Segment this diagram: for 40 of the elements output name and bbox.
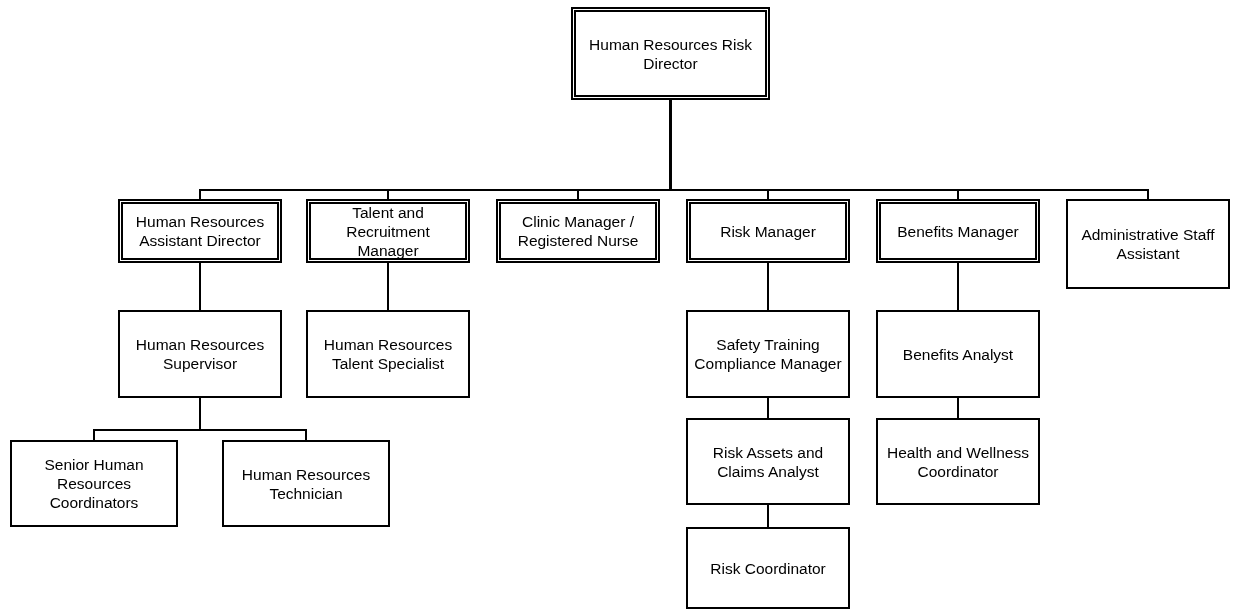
position-title: Administrative Staff Assistant — [1080, 225, 1216, 263]
position-title: Safety Training Compliance Manager — [694, 335, 842, 373]
position-title: Risk Manager — [720, 221, 816, 241]
position-box — [10, 440, 178, 527]
manager-box — [571, 7, 770, 100]
connector-line — [199, 397, 307, 441]
position-title: Senior Human Resources Coordinators — [43, 455, 145, 512]
position-title: Benefits Manager — [897, 221, 1019, 241]
connector-line — [199, 262, 201, 311]
position-box — [1066, 199, 1230, 289]
position-title: Risk Assets and Claims Analyst — [711, 442, 825, 481]
position-box — [306, 310, 470, 398]
position-title: Talent and Recruitment Manager — [345, 202, 431, 260]
position-box — [222, 440, 390, 527]
position-box — [118, 310, 282, 398]
manager-box — [496, 199, 660, 263]
position-title: Human Resources Talent Specialist — [322, 335, 454, 373]
position-title: Risk Coordinator — [710, 558, 826, 578]
position-title: Human Resources Technician — [240, 464, 372, 503]
position-title: Human Resources Risk Director — [588, 34, 753, 73]
position-box — [686, 310, 850, 398]
connector-line — [767, 504, 769, 528]
position-box — [876, 418, 1040, 505]
connector-line — [957, 262, 959, 311]
position-box — [876, 310, 1040, 398]
manager-box — [876, 199, 1040, 263]
manager-box — [118, 199, 282, 263]
manager-box — [306, 199, 470, 263]
connector-line — [957, 397, 959, 419]
connector-line — [767, 262, 769, 311]
position-box — [686, 527, 850, 609]
position-title: Clinic Manager / Registered Nurse — [516, 212, 640, 250]
position-title: Human Resources Supervisor — [134, 335, 266, 373]
manager-box — [686, 199, 850, 263]
position-box — [686, 418, 850, 505]
position-title: Benefits Analyst — [902, 344, 1014, 364]
connector-line — [387, 262, 389, 311]
connector-line — [767, 397, 769, 419]
position-title: Human Resources Assistant Director — [134, 212, 266, 250]
position-title: Health and Wellness Coordinator — [886, 442, 1030, 481]
